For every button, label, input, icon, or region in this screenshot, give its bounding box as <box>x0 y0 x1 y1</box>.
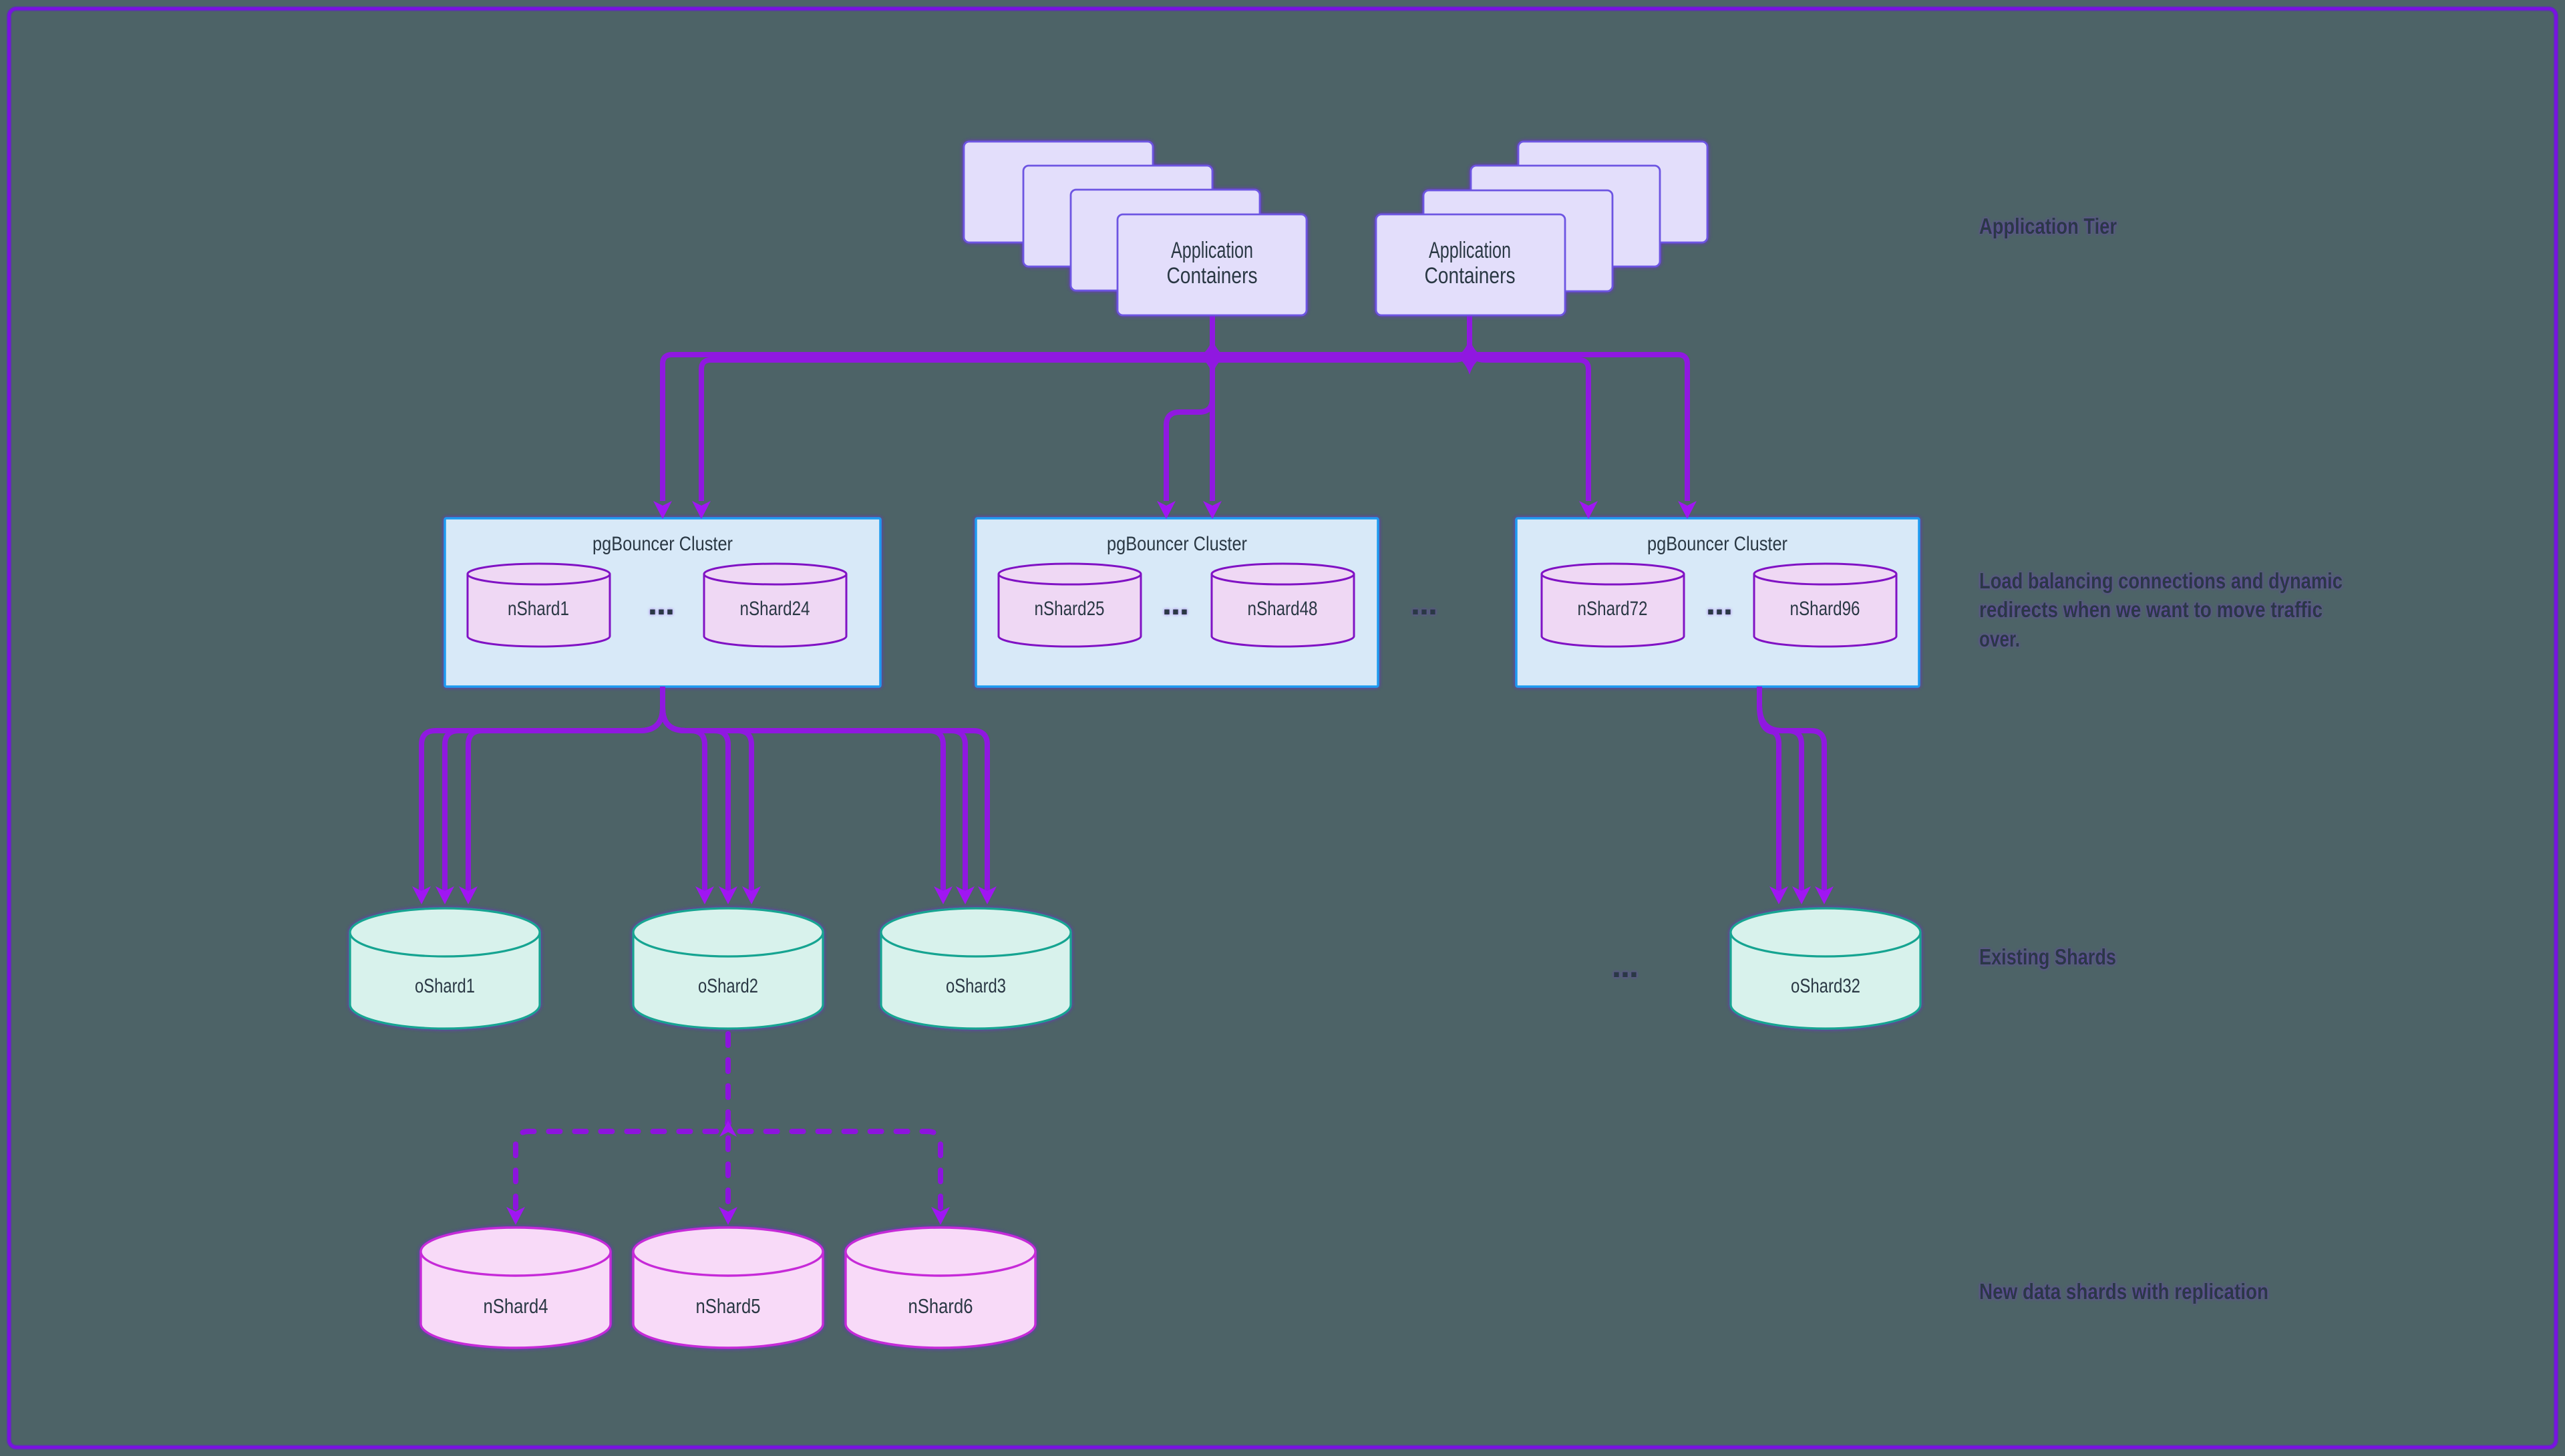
svg-text:pgBouncer Cluster: pgBouncer Cluster <box>1107 533 1247 555</box>
svg-text:oShard32: oShard32 <box>1791 975 1860 997</box>
svg-text:Existing Shards: Existing Shards <box>1979 944 2116 969</box>
svg-text:oShard2: oShard2 <box>698 975 758 997</box>
svg-text:Application: Application <box>1429 238 1511 263</box>
svg-text:nShard4: nShard4 <box>484 1294 548 1318</box>
svg-text:oShard3: oShard3 <box>946 975 1006 997</box>
svg-text:pgBouncer Cluster: pgBouncer Cluster <box>1647 533 1787 555</box>
svg-text:nShard6: nShard6 <box>908 1294 973 1318</box>
svg-text:nShard5: nShard5 <box>696 1294 761 1318</box>
svg-text:New data shards with replicati: New data shards with replication <box>1979 1279 2268 1304</box>
svg-text:oShard1: oShard1 <box>415 975 475 997</box>
svg-text:nShard72: nShard72 <box>1578 598 1648 620</box>
svg-text:pgBouncer Cluster: pgBouncer Cluster <box>592 533 733 555</box>
svg-text:nShard1: nShard1 <box>508 598 569 620</box>
svg-text:redirects when we want to move: redirects when we want to move traffic <box>1979 597 2323 622</box>
svg-text:nShard25: nShard25 <box>1035 598 1105 620</box>
svg-text:over.: over. <box>1979 626 2020 651</box>
svg-text:nShard24: nShard24 <box>740 598 810 620</box>
svg-text:Containers: Containers <box>1167 263 1258 289</box>
svg-text:Containers: Containers <box>1425 263 1516 289</box>
svg-text:nShard48: nShard48 <box>1248 598 1318 620</box>
svg-text:Load balancing connections and: Load balancing connections and dynamic <box>1979 568 2343 593</box>
svg-text:Application Tier: Application Tier <box>1979 214 2117 238</box>
svg-text:nShard96: nShard96 <box>1790 598 1860 620</box>
svg-text:Application: Application <box>1171 238 1253 263</box>
